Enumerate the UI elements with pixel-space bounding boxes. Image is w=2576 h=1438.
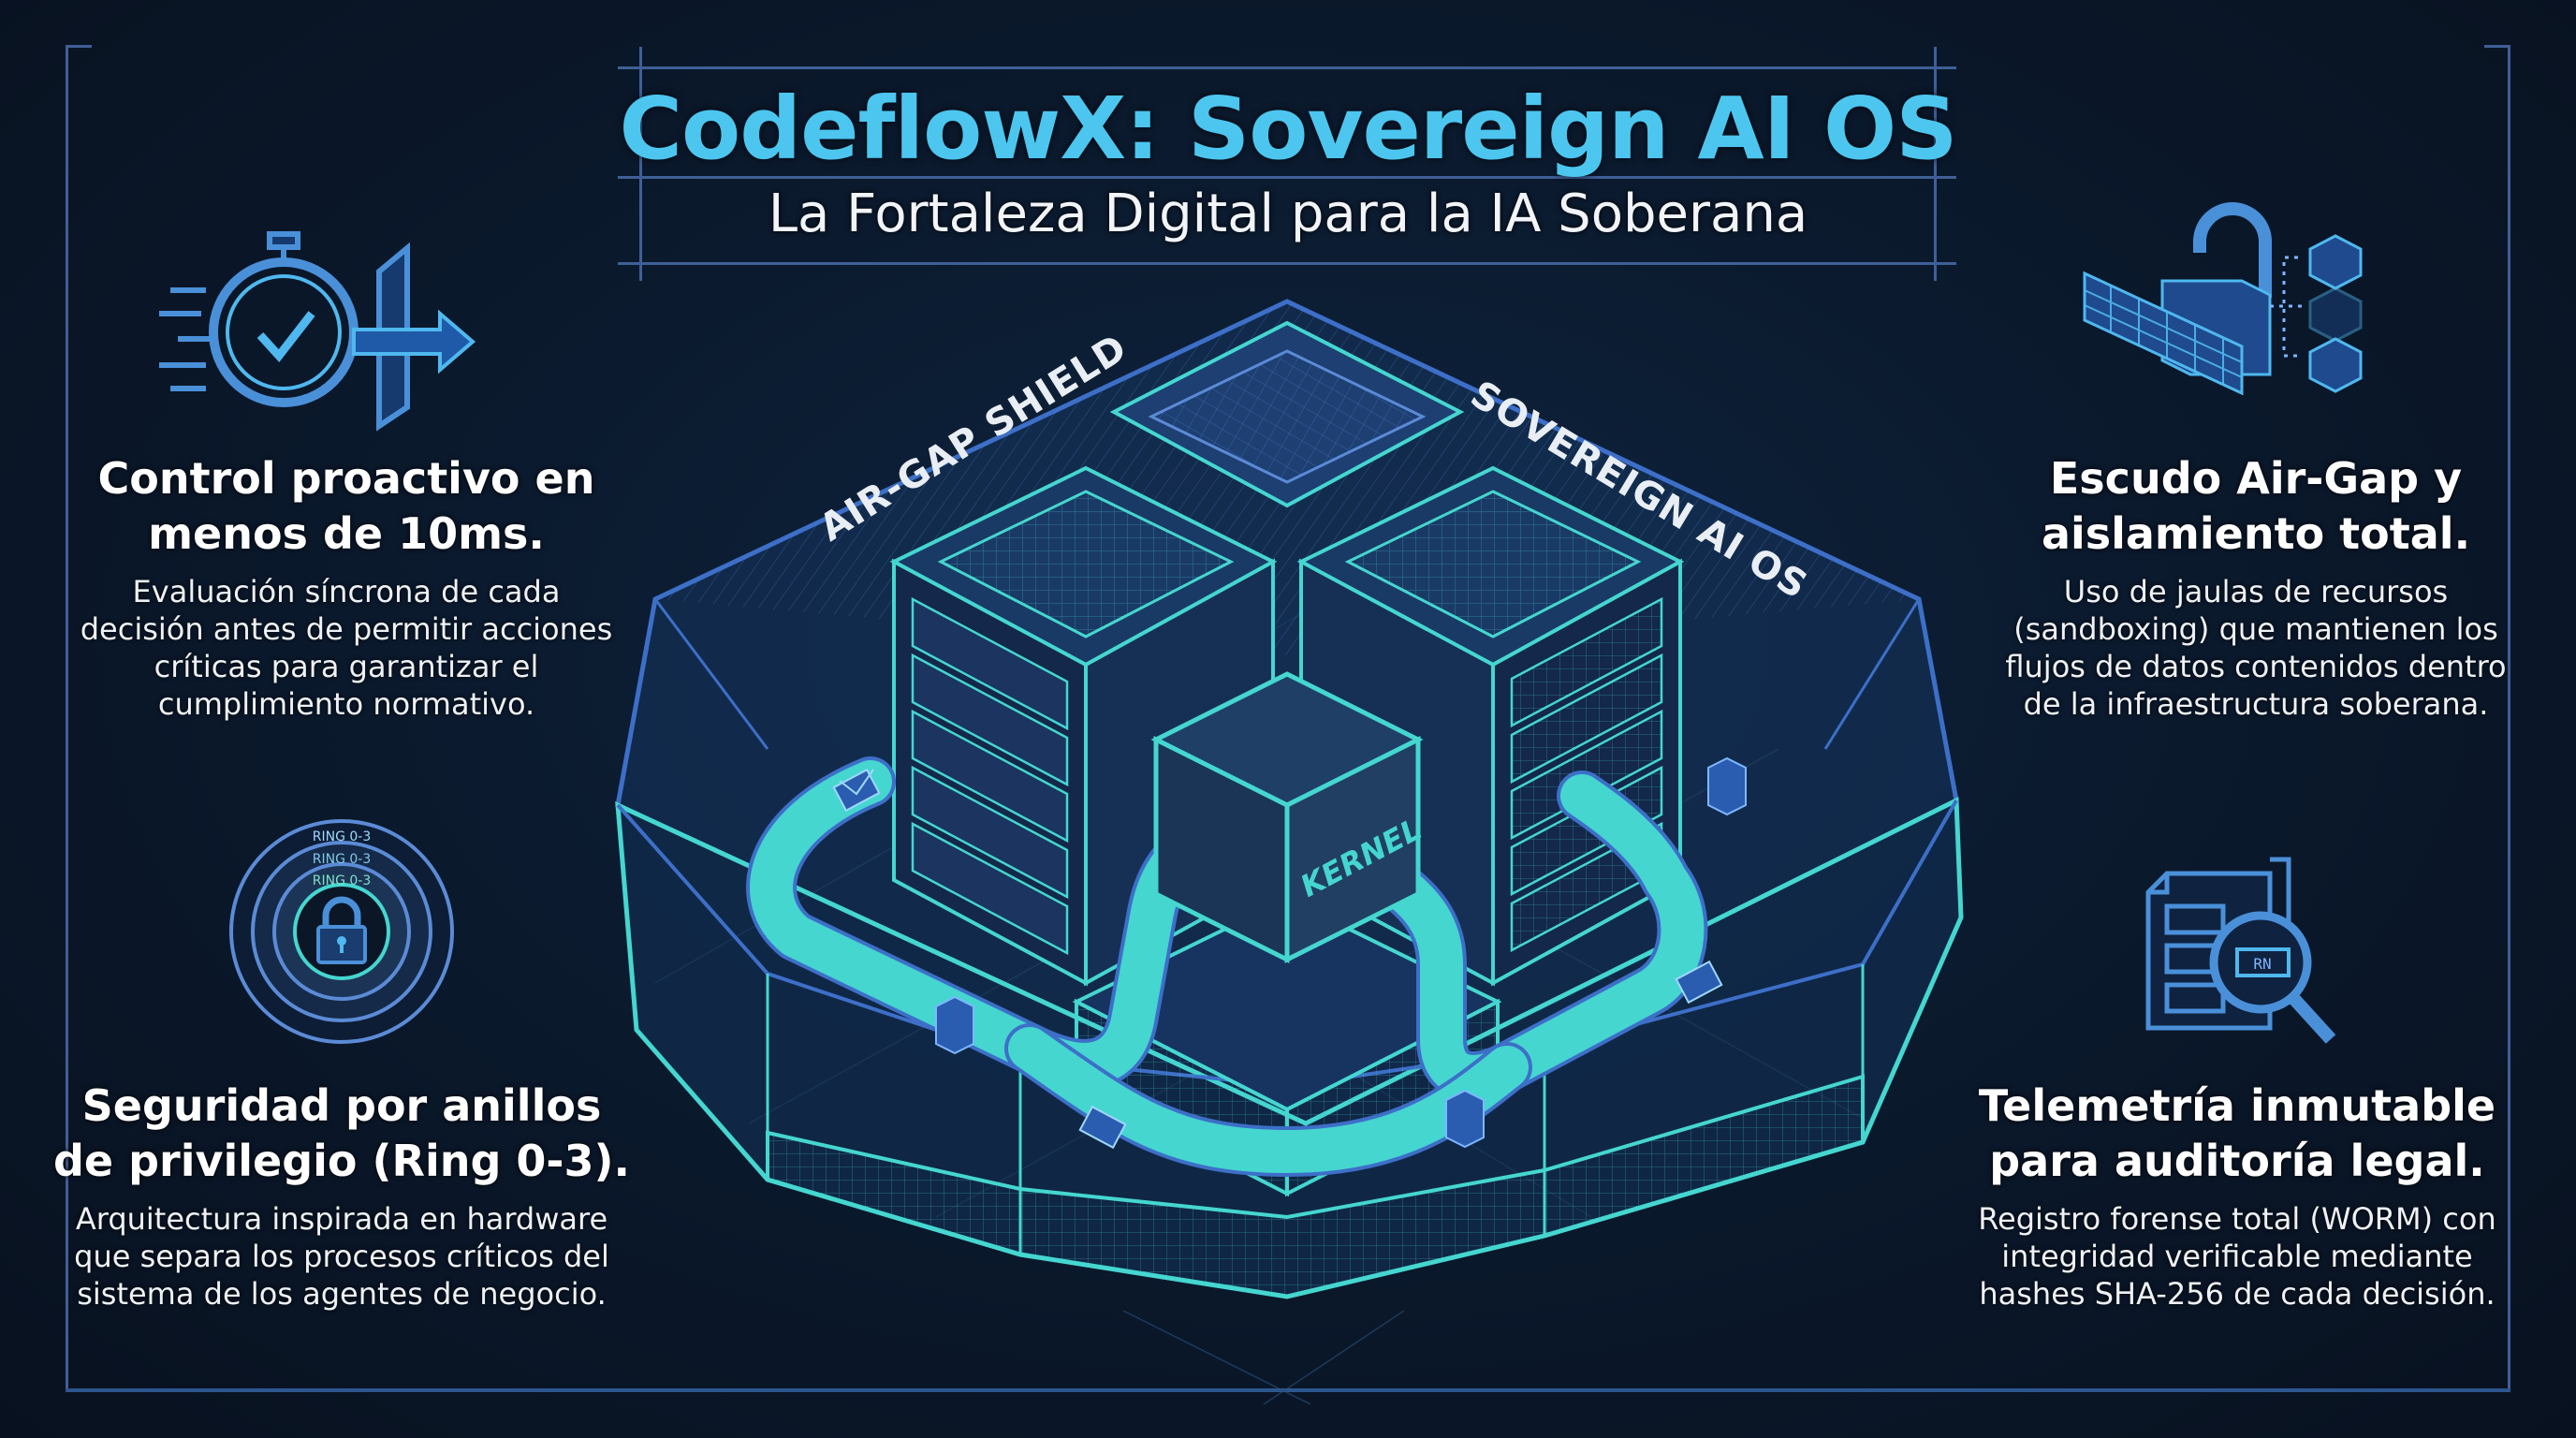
data-cube-icon xyxy=(1445,1089,1485,1149)
title-frame-right xyxy=(1934,47,1937,281)
title-frame-bottom xyxy=(618,262,1956,265)
title-frame-middle xyxy=(618,176,1956,179)
data-cube-icon xyxy=(1707,756,1747,816)
firewall-lock-isolated-cubes-icon xyxy=(2083,202,2363,396)
kernel-cube xyxy=(1150,671,1424,964)
outer-frame-left-tick xyxy=(66,45,92,48)
outer-frame-left xyxy=(66,45,68,1390)
server-rack-left xyxy=(889,465,1278,987)
outer-frame-right xyxy=(2508,45,2510,1390)
stopwatch-check-arrow-icon xyxy=(159,231,476,432)
outer-frame-right-tick xyxy=(2484,45,2510,48)
privilege-rings-lock-icon: RING 0-3 RING 0-3 RING 0-3 xyxy=(229,819,454,1044)
svg-text:RN: RN xyxy=(2253,955,2271,973)
data-cube-icon xyxy=(935,995,974,1055)
page-title: CodeflowX: Sovereign AI OS xyxy=(619,79,1958,179)
envelope-icon xyxy=(1078,1105,1127,1150)
feature-privilege-rings: RING 0-3 RING 0-3 RING 0-3 Seguridad por… xyxy=(51,814,632,1320)
header: CodeflowX: Sovereign AI OS La Fortaleza … xyxy=(0,0,2576,281)
svg-text:RING 0-3: RING 0-3 xyxy=(313,852,372,867)
server-rack-back xyxy=(1109,320,1465,508)
envelope-icon xyxy=(1675,960,1723,1005)
feature-description: Registro forense total (WORM) con integr… xyxy=(1978,1201,2496,1312)
feature-description: Arquitectura inspirada en hardware que s… xyxy=(74,1201,609,1312)
title-frame-left xyxy=(639,47,642,281)
data-cubes xyxy=(935,756,1747,1149)
svg-text:RING 0-3: RING 0-3 xyxy=(313,873,372,888)
envelope-packets xyxy=(832,768,1723,1150)
svg-text:RING 0-3: RING 0-3 xyxy=(313,829,372,844)
feature-description: Uso de jaulas de recursos (sandboxing) q… xyxy=(2005,574,2507,722)
outer-frame-bottom xyxy=(66,1388,2510,1392)
envelope-icon xyxy=(832,768,881,813)
feature-description: Evaluación síncrona de cada decisión ant… xyxy=(80,574,613,722)
title-frame-top xyxy=(618,66,1956,69)
page-subtitle: La Fortaleza Digital para la IA Soberana xyxy=(768,183,1808,244)
document-magnifier-audit-icon: RN xyxy=(2145,857,2336,1044)
